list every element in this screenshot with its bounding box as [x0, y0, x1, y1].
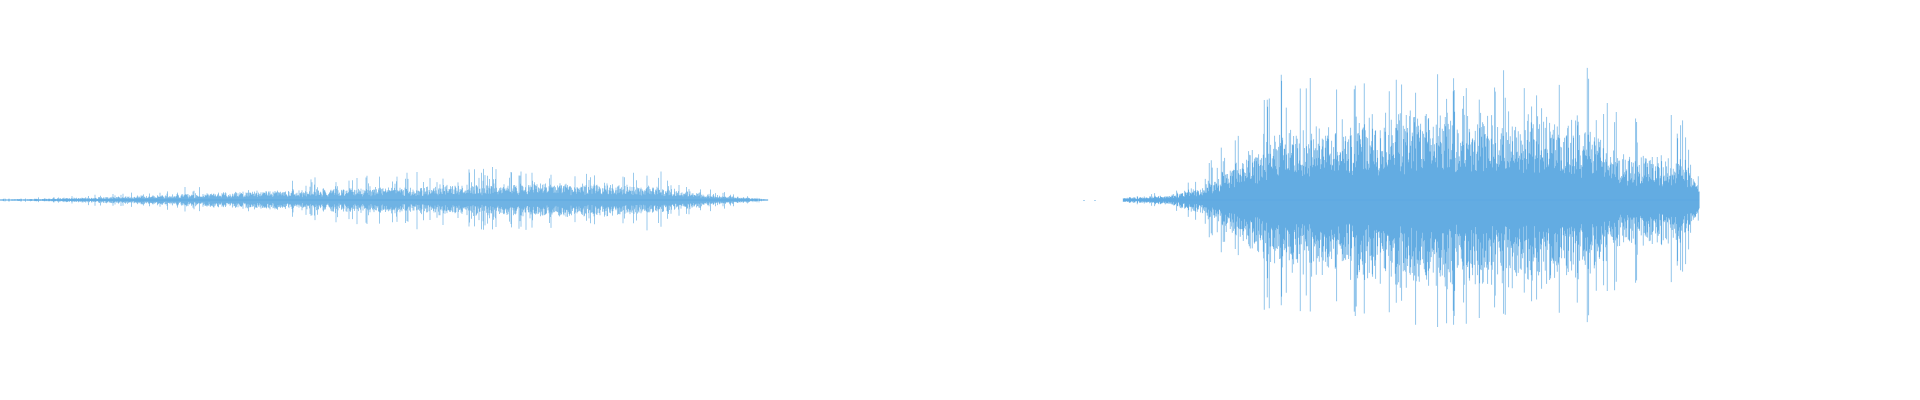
waveform-clip-1[interactable] [0, 167, 769, 231]
silence-marker [1094, 200, 1096, 201]
waveform-clip-2[interactable] [1122, 67, 1700, 327]
waveform-peaks [0, 167, 769, 231]
silence-marker [1125, 200, 1127, 201]
waveform-peaks [1122, 67, 1700, 327]
silence-marker [1140, 200, 1142, 201]
waveform-clips [0, 67, 1700, 327]
silence-marker [1083, 200, 1085, 201]
